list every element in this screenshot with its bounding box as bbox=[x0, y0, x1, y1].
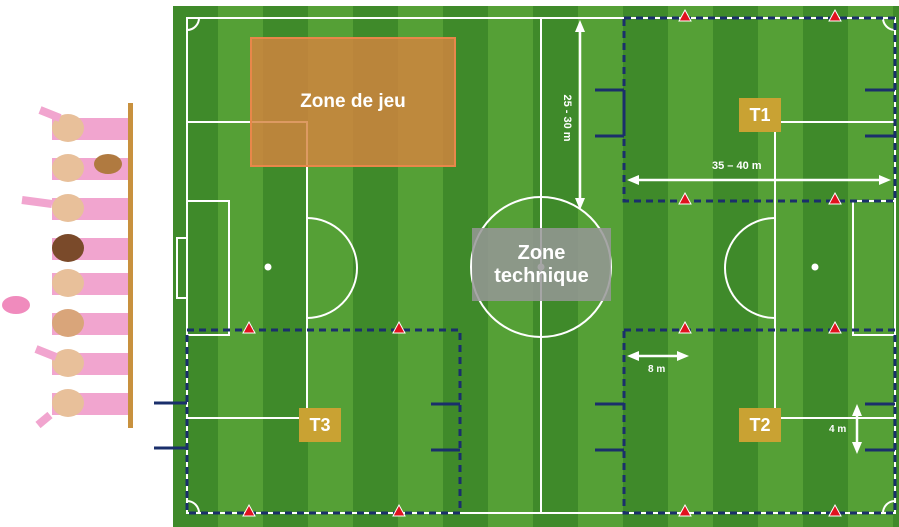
team-tag-t1: T1 bbox=[739, 98, 781, 132]
team-tag-t2: T2 bbox=[739, 408, 781, 442]
play-zone: Zone de jeu bbox=[250, 37, 456, 167]
t3-side-goals bbox=[154, 400, 194, 452]
technical-zone-label-1: Zone bbox=[518, 242, 566, 265]
spectators-illustration bbox=[0, 95, 140, 435]
play-zone-label: Zone de jeu bbox=[300, 91, 406, 113]
measure-width-label: 35 – 40 m bbox=[712, 160, 762, 172]
measure-length-label: 25 - 30 m bbox=[561, 88, 573, 148]
measure-goal-depth-label: 4 m bbox=[829, 424, 846, 435]
spectator-figures bbox=[2, 110, 128, 425]
technical-zone-label-2: technique bbox=[494, 265, 588, 288]
team-tag-t3: T3 bbox=[299, 408, 341, 442]
technical-zone: Zone technique bbox=[472, 228, 611, 301]
measure-gap-label: 8 m bbox=[648, 364, 665, 375]
